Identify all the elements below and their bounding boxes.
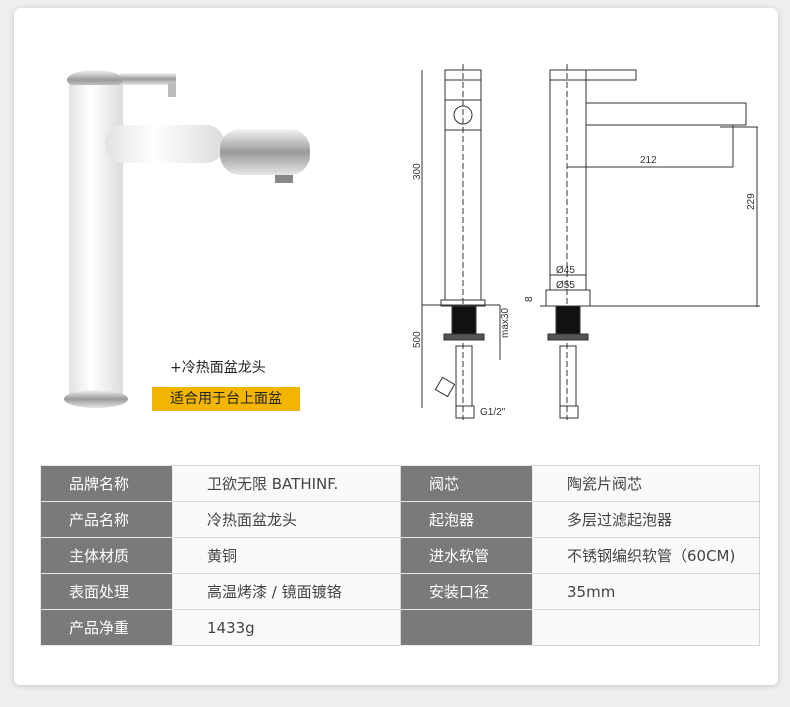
product-caption: +冷热面盆龙头 [170, 360, 266, 376]
spec-label: 产品名称 [40, 501, 173, 538]
table-row: 表面处理 高温烤漆 / 镜面镀铬 安装口径 35mm [40, 573, 760, 610]
dim-d45: Ø45 [556, 265, 575, 276]
spec-label: 进水软管 [400, 537, 533, 574]
spec-value: 陶瓷片阀芯 [532, 465, 760, 502]
spec-label: 起泡器 [400, 501, 533, 538]
spec-value [532, 609, 760, 646]
table-row: 品牌名称 卫欲无限 BATHINF. 阀芯 陶瓷片阀芯 [40, 465, 760, 502]
spec-value: 冷热面盆龙头 [172, 501, 401, 538]
spec-label [400, 609, 533, 646]
dim-212: 212 [640, 155, 657, 166]
spec-table: 品牌名称 卫欲无限 BATHINF. 阀芯 陶瓷片阀芯 产品名称 冷热面盆龙头 … [40, 465, 760, 646]
spec-label: 品牌名称 [40, 465, 173, 502]
usage-tag: 适合用于台上面盆 [152, 387, 300, 411]
dim-max30: max30 [500, 308, 511, 338]
dim-300: 300 [412, 163, 423, 180]
table-row: 主体材质 黄铜 进水软管 不锈钢编织软管（60CM) [40, 537, 760, 574]
spec-label: 表面处理 [40, 573, 173, 610]
spec-value: 高温烤漆 / 镜面镀铬 [172, 573, 401, 610]
spec-label: 阀芯 [400, 465, 533, 502]
dim-d55: Ø55 [556, 280, 575, 291]
spec-label: 主体材质 [40, 537, 173, 574]
spec-label: 安装口径 [400, 573, 533, 610]
spec-value: 不锈钢编织软管（60CM) [532, 537, 760, 574]
table-row: 产品名称 冷热面盆龙头 起泡器 多层过滤起泡器 [40, 501, 760, 538]
spec-value: 多层过滤起泡器 [532, 501, 760, 538]
spec-value: 1433g [172, 609, 401, 646]
spec-value: 35mm [532, 573, 760, 610]
dim-229: 229 [746, 193, 757, 210]
table-row: 产品净重 1433g [40, 609, 760, 646]
technical-drawing: 300 500 max30 G1/2" 212 229 Ø45 Ø55 8 [412, 64, 760, 420]
dim-8: 8 [524, 296, 535, 302]
dim-500: 500 [412, 331, 423, 348]
spec-value: 卫欲无限 BATHINF. [172, 465, 401, 502]
dim-thread: G1/2" [480, 407, 506, 418]
spec-label: 产品净重 [40, 609, 173, 646]
faucet-image [64, 70, 310, 408]
spec-value: 黄铜 [172, 537, 401, 574]
